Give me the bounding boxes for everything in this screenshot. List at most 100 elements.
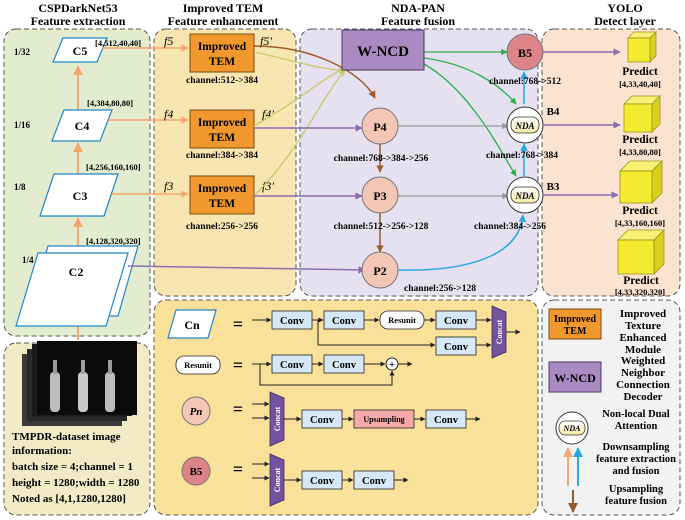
- pn-concat-label: Concat: [273, 406, 282, 431]
- b5-conv-2-label: Conv: [362, 476, 387, 487]
- backbone-subtitle: Feature extraction: [31, 14, 126, 28]
- channel-b4: channel:768->384: [486, 151, 558, 161]
- tem-block-5: [189, 33, 255, 73]
- node-p2: [361, 251, 399, 289]
- predict-cube-3: [619, 160, 663, 204]
- cn-conv-1-label: Conv: [280, 316, 305, 327]
- tem-output-f3: f3': [262, 179, 274, 193]
- legend-tem-block: [548, 308, 602, 340]
- cn-conv-4-label: Conv: [444, 342, 469, 353]
- scale-1-32: 1/32: [14, 47, 31, 57]
- cn-block: [167, 309, 217, 339]
- cn-conv-4: [435, 336, 477, 356]
- block-c3: [39, 173, 119, 217]
- cn-equals: =: [233, 314, 243, 334]
- neck-subtitle: Feature fusion: [381, 14, 455, 28]
- dataset-line-3: batch size = 4;channel = 1: [12, 461, 133, 473]
- legend-wncd-desc-3: Connection: [616, 379, 670, 391]
- predict-label-4: Predict: [623, 275, 659, 287]
- predict-cube-2: [623, 95, 661, 133]
- predict-label-1: Predict: [622, 66, 658, 78]
- legend-tem-line2: TEM: [564, 326, 587, 337]
- node-b4-nda: NDA: [514, 121, 534, 131]
- predict-label-3: Predict: [622, 205, 658, 217]
- block-c3-label: C3: [73, 189, 88, 203]
- tem-output-f4: f4': [262, 107, 274, 121]
- predict-shape-1: [4,33,40,40]: [619, 79, 661, 89]
- legend-nda-desc-2: Attention: [615, 421, 658, 432]
- scale-1-8: 1/8: [14, 182, 26, 192]
- tem-block-5-line2: TEM: [209, 56, 235, 68]
- b5-concat: [269, 453, 285, 507]
- dataset-image-stack: [22, 341, 137, 426]
- cn-resunit-label: Resunit: [388, 315, 416, 325]
- block-c5: [52, 37, 108, 63]
- resunit-conv-2-label: Conv: [332, 360, 357, 371]
- cn-conv-3-label: Conv: [444, 316, 469, 327]
- node-p3-label: P3: [373, 189, 386, 203]
- dataset-line-4: height = 1280;width = 1280: [12, 477, 140, 489]
- tem-block-3-line2: TEM: [209, 198, 235, 210]
- shape-c4: [4,384,80,80]: [87, 98, 133, 108]
- wncd-label: W-NCD: [357, 44, 409, 60]
- dataset-line-5: Noted as [4,1,1280,1280]: [12, 493, 126, 505]
- pn-node: [181, 396, 211, 426]
- resunit-block: [175, 355, 221, 375]
- legend-wncd-label: W-NCD: [554, 371, 596, 385]
- legend-down-desc-1: Downsampling: [602, 442, 670, 453]
- node-b5-label: B5: [518, 46, 532, 60]
- tem-block-4: [189, 109, 255, 149]
- legend-up-desc-1: Upsampling: [609, 484, 664, 495]
- cn-label: Cn: [184, 318, 200, 332]
- pn-conv-1-label: Conv: [310, 415, 335, 426]
- wncd-block: [341, 29, 425, 71]
- b5-equals: =: [233, 459, 243, 479]
- predict-shape-4: [4,33,320,320]: [615, 287, 665, 297]
- block-c4-label: C4: [75, 119, 90, 133]
- legend-panel: [541, 299, 681, 516]
- shape-c3: [4,256,160,160]: [86, 162, 141, 172]
- b5-conv-1-label: Conv: [310, 476, 335, 487]
- tem-block-3-line1: Improved: [198, 183, 247, 195]
- resunit-add-label: +: [389, 359, 395, 371]
- predict-shape-3: [4,33,160,160]: [615, 218, 665, 228]
- shape-c2: [4,128,320,320]: [86, 236, 141, 246]
- neck-panel: [299, 28, 539, 297]
- tem-block-4-line2: TEM: [209, 132, 235, 144]
- tem-output-f5: f5': [260, 34, 272, 48]
- resunit-conv-1-label: Conv: [280, 360, 305, 371]
- tem-subtitle: Feature enhancement: [168, 14, 279, 28]
- resunit-label: Resunit: [184, 360, 212, 370]
- channel-b5: channel:768->512: [489, 77, 561, 87]
- cn-conv-2-label: Conv: [332, 316, 357, 327]
- legend-down-desc-2: feature extraction: [596, 454, 676, 465]
- legend-nda-desc-1: Non-local Dual: [602, 409, 669, 420]
- legend-tem-line1: Improved: [554, 314, 596, 325]
- cn-concat-label: Concat: [495, 319, 504, 344]
- legend-tem-desc-2: Texture: [625, 320, 661, 332]
- pn-conv-2-label: Conv: [434, 415, 459, 426]
- predict-shape-2: [4,33,80,80]: [619, 147, 661, 157]
- tem-title: Improved TEM: [183, 1, 264, 15]
- block-c2-label: C2: [69, 265, 84, 279]
- channel-tem-5: channel:512->384: [186, 76, 258, 86]
- dataset-line-1: TMPDR-dataset image: [12, 431, 121, 443]
- legend-wncd-block: [548, 361, 602, 393]
- channel-tem-3: channel:256->256: [186, 222, 258, 232]
- head-subtitle: Detect layer: [594, 14, 656, 28]
- block-c4: [51, 109, 113, 142]
- channel-p4: channel:768->384->256: [334, 154, 429, 164]
- modules-panel: [153, 299, 539, 516]
- legend-down-desc-3: and fusion: [613, 466, 660, 477]
- channel-p3: channel:512->256->128: [334, 222, 429, 232]
- channel-p2: channel:256->128: [404, 284, 476, 294]
- tem-panel: [153, 28, 297, 297]
- channel-tem-4: channel:384->384: [186, 151, 258, 161]
- scale-1-16: 1/16: [14, 120, 31, 130]
- node-p2-label: P2: [373, 264, 386, 278]
- tem-block-4-line1: Improved: [198, 117, 247, 129]
- shape-c5: [4,512,40,40]: [95, 38, 141, 48]
- block-c5-label: C5: [73, 44, 88, 58]
- pn-upsampling-label: Upsampling: [363, 415, 404, 424]
